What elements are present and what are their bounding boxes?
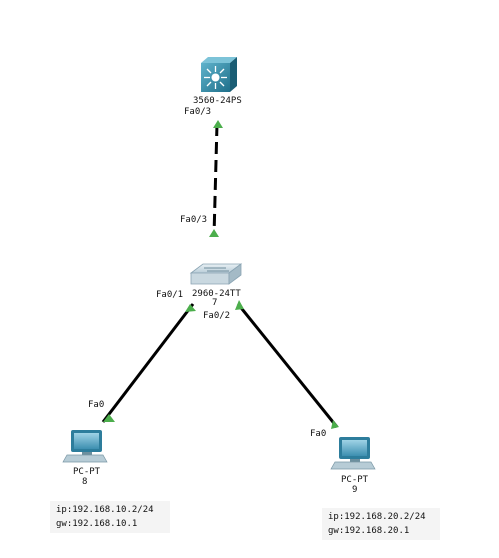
port-indicator-sw-fa03 — [209, 229, 219, 237]
switch-arrows-icon — [204, 267, 229, 272]
multilayer-switch-device[interactable] — [201, 57, 237, 92]
router-arrows-icon — [204, 66, 227, 89]
pc-right-device[interactable] — [330, 437, 376, 470]
sw-fa02-port-label: Fa0/2 — [203, 311, 230, 321]
sw-fa03-port-label: Fa0/3 — [180, 215, 207, 225]
switch-device[interactable] — [189, 263, 243, 285]
pc-left-fa0-port-label: Fa0 — [88, 400, 104, 410]
link-switch-pc9[interactable] — [236, 303, 339, 428]
switch-number-label: 7 — [212, 298, 217, 308]
switch-model-label: 2960-24TT — [192, 289, 241, 299]
pc-left-number-label: 8 — [82, 477, 87, 487]
ip-note-left-ip: ip:192.168.10.2/24 — [56, 505, 154, 515]
mls-model-label: 3560-24PS — [193, 96, 242, 106]
ip-note-left[interactable]: ip:192.168.10.2/24 gw:192.168.10.1 — [50, 501, 170, 533]
ip-note-right-gw: gw:192.168.20.1 — [328, 526, 410, 536]
port-indicator-sw-fa02 — [235, 300, 244, 310]
ip-note-right[interactable]: ip:192.168.20.2/24 gw:192.168.20.1 — [322, 508, 440, 540]
port-indicator-pc9-fa0 — [331, 420, 339, 429]
sw-fa01-port-label: Fa0/1 — [156, 290, 183, 300]
ip-note-left-gw: gw:192.168.10.1 — [56, 519, 138, 529]
link-switch-pc8[interactable] — [101, 303, 195, 423]
port-indicator-mls-fa03 — [213, 120, 223, 128]
pc-left-model-label: PC-PT — [73, 467, 101, 477]
ip-note-right-ip: ip:192.168.20.2/24 — [328, 512, 426, 522]
link-mls-switch[interactable] — [212, 123, 219, 237]
mls-fa03-port-label: Fa0/3 — [184, 107, 211, 117]
pc-right-fa0-port-label: Fa0 — [310, 429, 326, 439]
port-indicator-pc8-fa0 — [103, 414, 115, 422]
pc-left-device[interactable] — [62, 430, 108, 463]
pc-right-model-label: PC-PT — [341, 475, 369, 485]
port-indicator-sw-fa01 — [185, 304, 196, 312]
pc-right-number-label: 9 — [352, 485, 357, 495]
